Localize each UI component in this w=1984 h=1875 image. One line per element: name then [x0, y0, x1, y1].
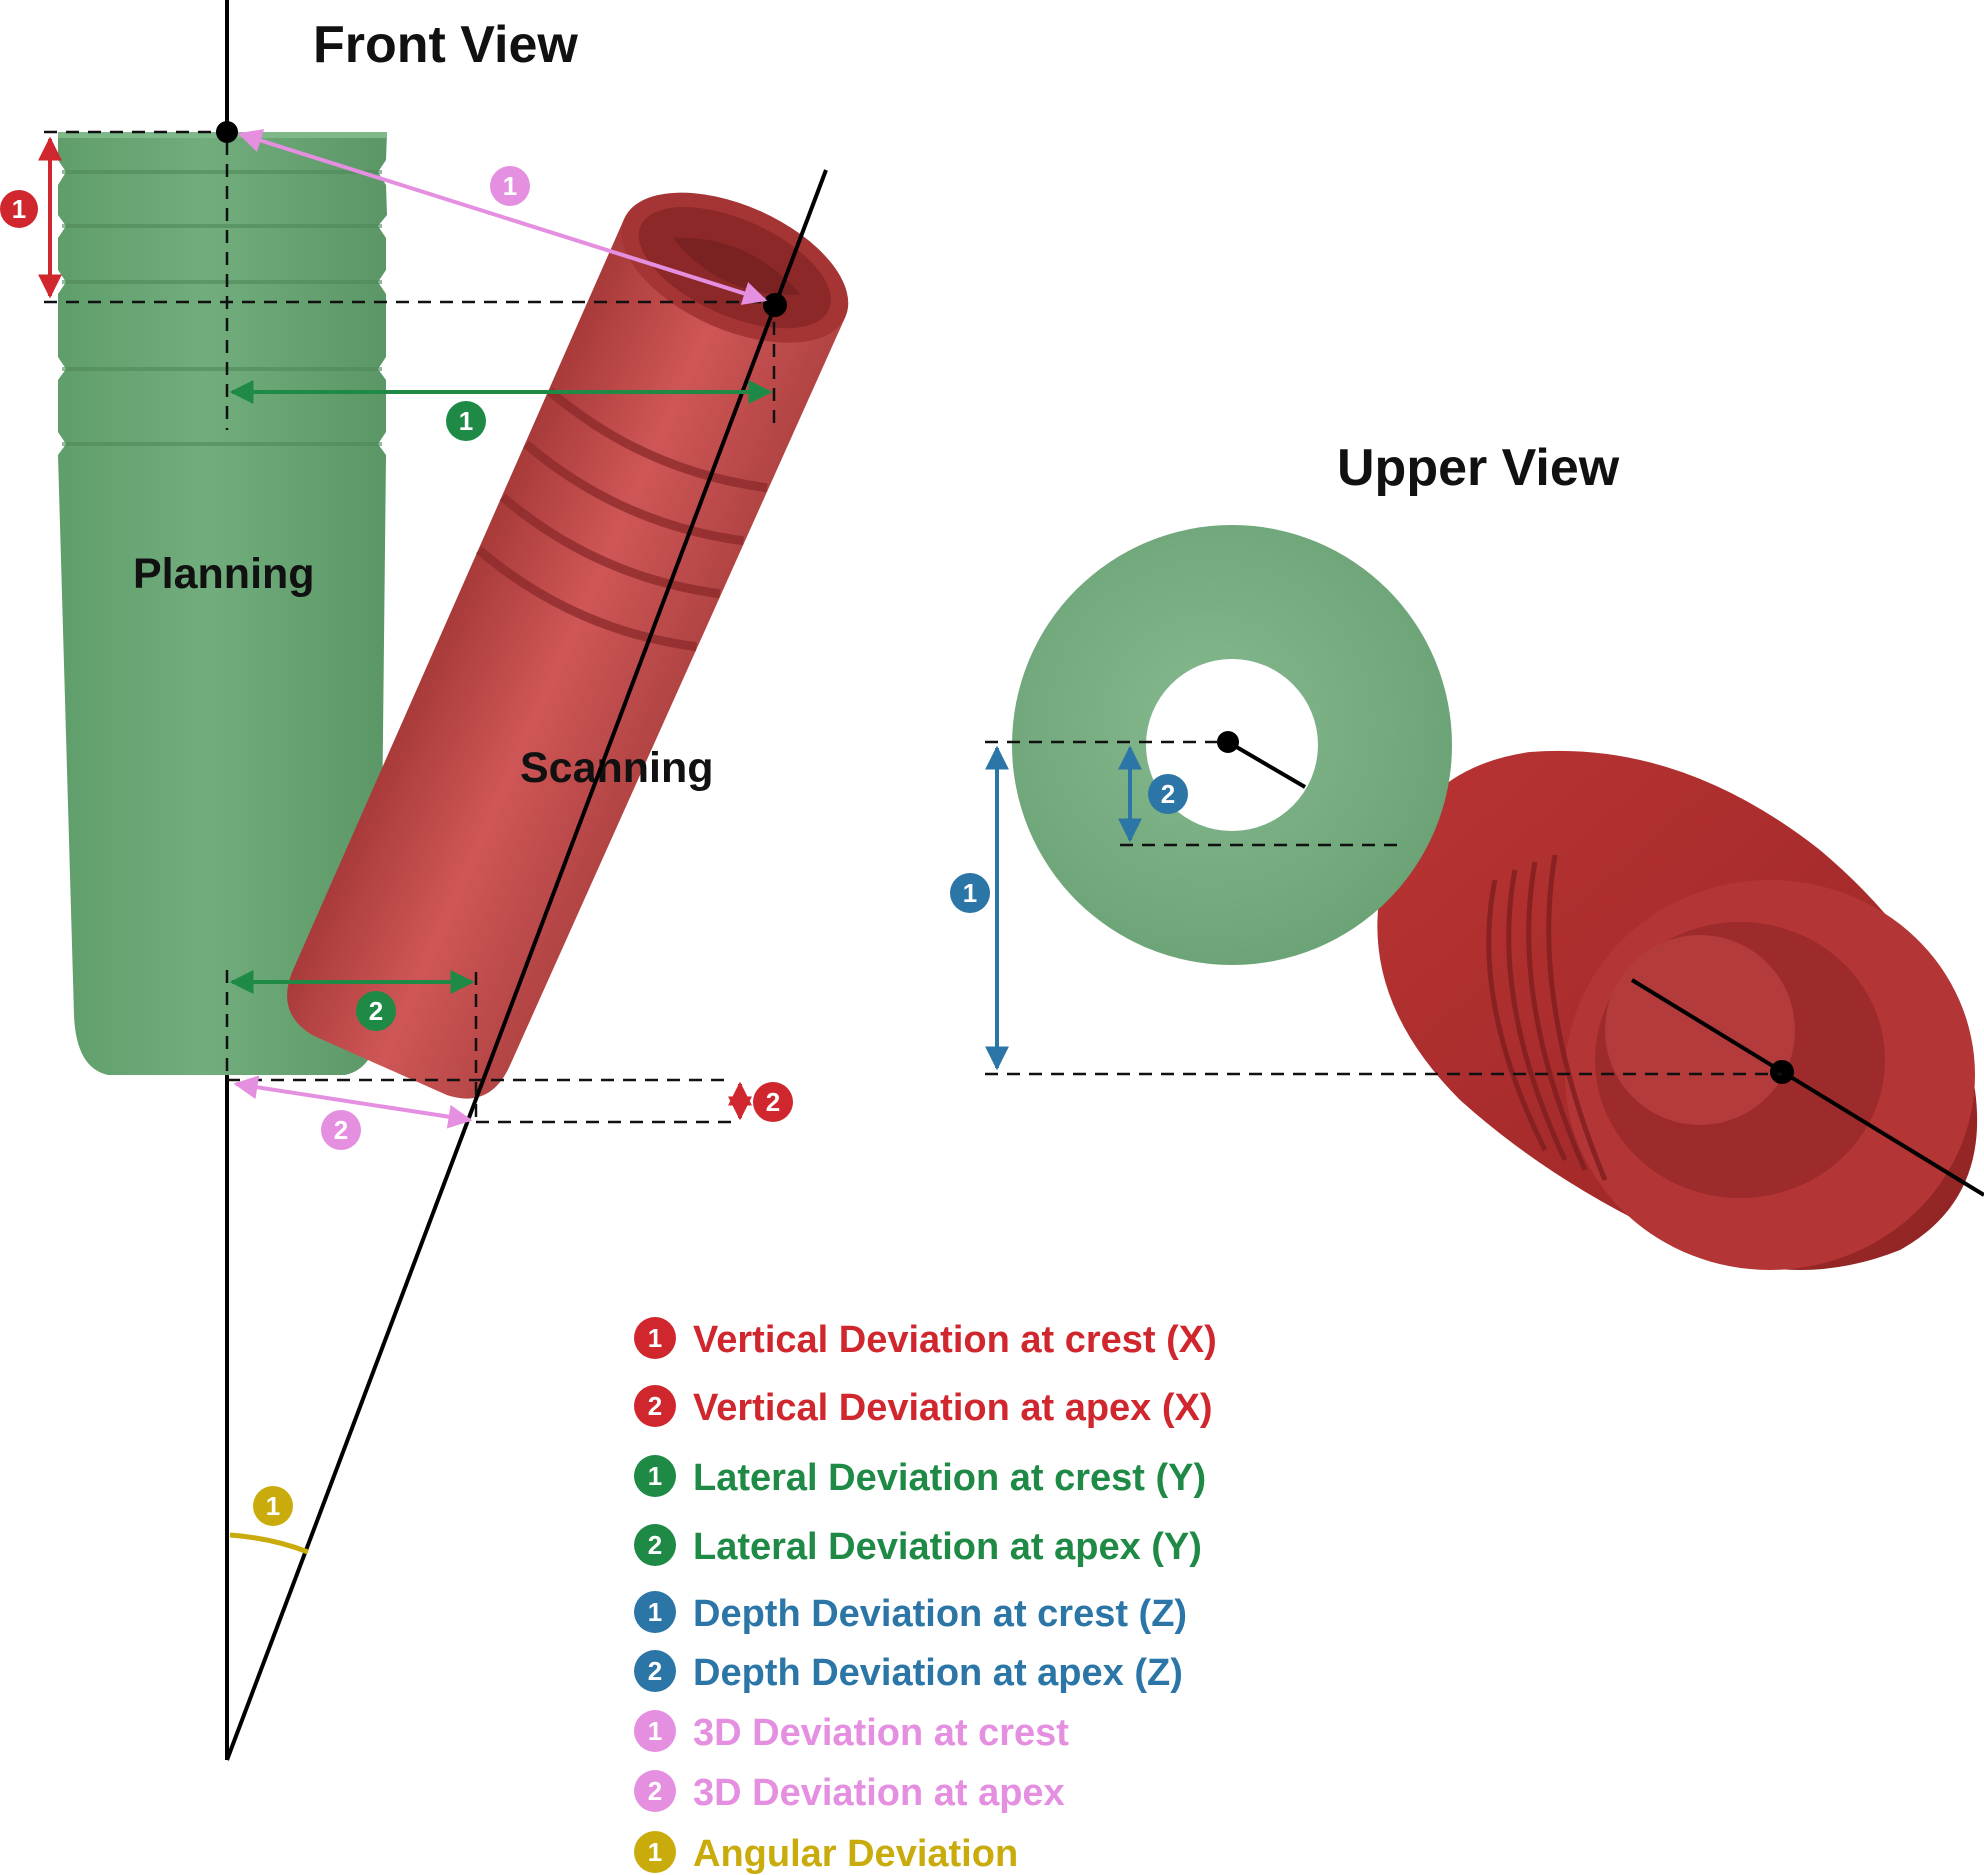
- scanning-crest-point: [763, 293, 787, 317]
- legend-item: 2 3D Deviation at apex: [634, 1770, 1065, 1814]
- upper-view-title: Upper View: [1337, 439, 1620, 497]
- lateral-deviation-apex-marker: 2: [356, 991, 396, 1031]
- svg-text:2: 2: [648, 1530, 662, 1560]
- planning-implant: [58, 132, 387, 1075]
- legend-item: 1 Angular Deviation: [634, 1831, 1018, 1875]
- legend-item: 1 3D Deviation at crest: [634, 1710, 1069, 1754]
- svg-text:1: 1: [963, 878, 977, 908]
- svg-text:3D Deviation at apex: 3D Deviation at apex: [693, 1772, 1065, 1814]
- svg-text:Depth Deviation at apex (Z): Depth Deviation at apex (Z): [693, 1652, 1183, 1694]
- planning-axis-upper: [1226, 740, 1307, 789]
- vertical-deviation-crest-marker: 1: [0, 190, 38, 228]
- 3d-deviation-apex-arrow: [233, 1075, 473, 1129]
- scanning-point-upper: [1770, 1060, 1794, 1084]
- svg-text:Depth Deviation at crest (Z): Depth Deviation at crest (Z): [693, 1593, 1187, 1635]
- svg-text:1: 1: [648, 1323, 662, 1353]
- angular-deviation-arc: [229, 1532, 309, 1555]
- vertical-deviation-apex-marker: 2: [753, 1082, 793, 1122]
- planning-point-upper: [1217, 731, 1239, 753]
- svg-text:3D Deviation at crest: 3D Deviation at crest: [693, 1712, 1069, 1754]
- svg-text:1: 1: [648, 1597, 662, 1627]
- front-view-title: Front View: [313, 16, 578, 74]
- svg-text:Vertical Deviation at apex (X): Vertical Deviation at apex (X): [693, 1387, 1213, 1429]
- upper-view-reference-lines: [985, 740, 1782, 1076]
- svg-text:2: 2: [334, 1115, 348, 1145]
- svg-text:Vertical Deviation at crest (X: Vertical Deviation at crest (X): [693, 1319, 1217, 1361]
- svg-text:2: 2: [648, 1391, 662, 1421]
- scanning-implant-upper: [1377, 750, 1978, 1270]
- 3d-deviation-crest-arrow: [237, 129, 768, 305]
- svg-text:2: 2: [1161, 779, 1175, 809]
- svg-text:1: 1: [266, 1491, 280, 1521]
- legend-item: 2 Lateral Deviation at apex (Y): [634, 1524, 1202, 1568]
- svg-text:1: 1: [503, 171, 517, 201]
- planning-crest-point: [216, 121, 238, 143]
- svg-text:1: 1: [459, 406, 473, 436]
- svg-text:2: 2: [648, 1656, 662, 1686]
- legend-item: 2 Depth Deviation at apex (Z): [634, 1650, 1183, 1694]
- lateral-deviation-crest-marker: 1: [446, 401, 486, 441]
- depth-deviation-crest-marker: 1: [950, 873, 990, 913]
- angular-deviation-marker: 1: [253, 1486, 293, 1526]
- svg-text:1: 1: [648, 1461, 662, 1491]
- 3d-deviation-crest-marker: 1: [490, 166, 530, 206]
- svg-text:1: 1: [648, 1716, 662, 1746]
- svg-text:2: 2: [648, 1776, 662, 1806]
- scanning-axis-upper: [1630, 978, 1984, 1197]
- scanning-axis-line: [225, 169, 828, 1761]
- legend-item: 2 Vertical Deviation at apex (X): [634, 1385, 1213, 1429]
- svg-text:2: 2: [369, 996, 383, 1026]
- svg-text:Lateral Deviation at crest (Y): Lateral Deviation at crest (Y): [693, 1457, 1206, 1499]
- svg-text:Lateral Deviation at apex (Y): Lateral Deviation at apex (Y): [693, 1526, 1202, 1568]
- depth-deviation-apex-marker: 2: [1148, 774, 1188, 814]
- legend-item: 1 Vertical Deviation at crest (X): [634, 1317, 1217, 1361]
- legend-item: 1 Depth Deviation at crest (Z): [634, 1591, 1187, 1635]
- planning-label: Planning: [133, 550, 315, 598]
- svg-text:2: 2: [766, 1087, 780, 1117]
- scanning-label: Scanning: [520, 744, 714, 792]
- front-view-reference-lines: [44, 120, 778, 1124]
- svg-text:Angular Deviation: Angular Deviation: [693, 1833, 1018, 1875]
- svg-text:1: 1: [648, 1837, 662, 1867]
- legend-item: 1 Lateral Deviation at crest (Y): [634, 1455, 1206, 1499]
- 3d-deviation-apex-marker: 2: [321, 1110, 361, 1150]
- svg-text:1: 1: [12, 194, 26, 224]
- legend: 1 Vertical Deviation at crest (X) 2 Vert…: [634, 1317, 1217, 1875]
